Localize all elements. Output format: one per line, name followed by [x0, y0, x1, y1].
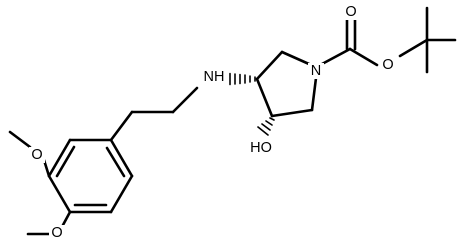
svg-text:NH: NH [204, 69, 225, 85]
svg-text:HO: HO [250, 140, 272, 156]
hashed-wedge-c3-nh [229, 72, 256, 86]
bond-tbu-oester [398, 38, 429, 58]
bond-oester-carbonylc [348, 47, 379, 67]
bond-c3-c4 [255, 77, 274, 118]
bond-ctop-c3 [255, 50, 284, 81]
bond-nh-ch2a [171, 86, 199, 114]
hashed-wedge-c4-oh [257, 117, 275, 136]
atom-n-ring: N [308, 63, 324, 79]
bond-ring-o-bottom [61, 210, 72, 227]
svg-text:O: O [31, 147, 42, 163]
atom-o-ester: O [380, 57, 396, 73]
atom-o-carbonyl: O [343, 4, 359, 20]
bond-ch2b-aryl [109, 110, 134, 142]
bond-cbottom-nring [310, 76, 318, 112]
atom-oh-hydroxyl: HO [246, 140, 276, 156]
bond-c4-cbottom [270, 108, 314, 118]
atom-nh-amine: NH [199, 69, 229, 85]
svg-text:O: O [382, 57, 393, 73]
svg-text:O: O [345, 4, 356, 20]
svg-text:N: N [311, 63, 321, 79]
bond-aromatic-inner-3 [55, 145, 76, 178]
bond-ring-c5-c6 [47, 138, 72, 178]
bond-ring-c1-c2 [109, 138, 134, 178]
bond-aromatic-inner-1 [105, 146, 126, 178]
bond-ring-c4-c5 [47, 174, 72, 214]
bond-ring-c2-c3 [109, 174, 134, 214]
atom-o-methoxy-top: O [29, 147, 45, 163]
bond-nring-ctop [280, 50, 311, 66]
bond-o-top-methyl [8, 130, 32, 149]
svg-text:O: O [51, 225, 62, 241]
bond-carbonylc-nring [320, 47, 352, 66]
atom-o-methoxy-bottom: O [49, 225, 65, 241]
